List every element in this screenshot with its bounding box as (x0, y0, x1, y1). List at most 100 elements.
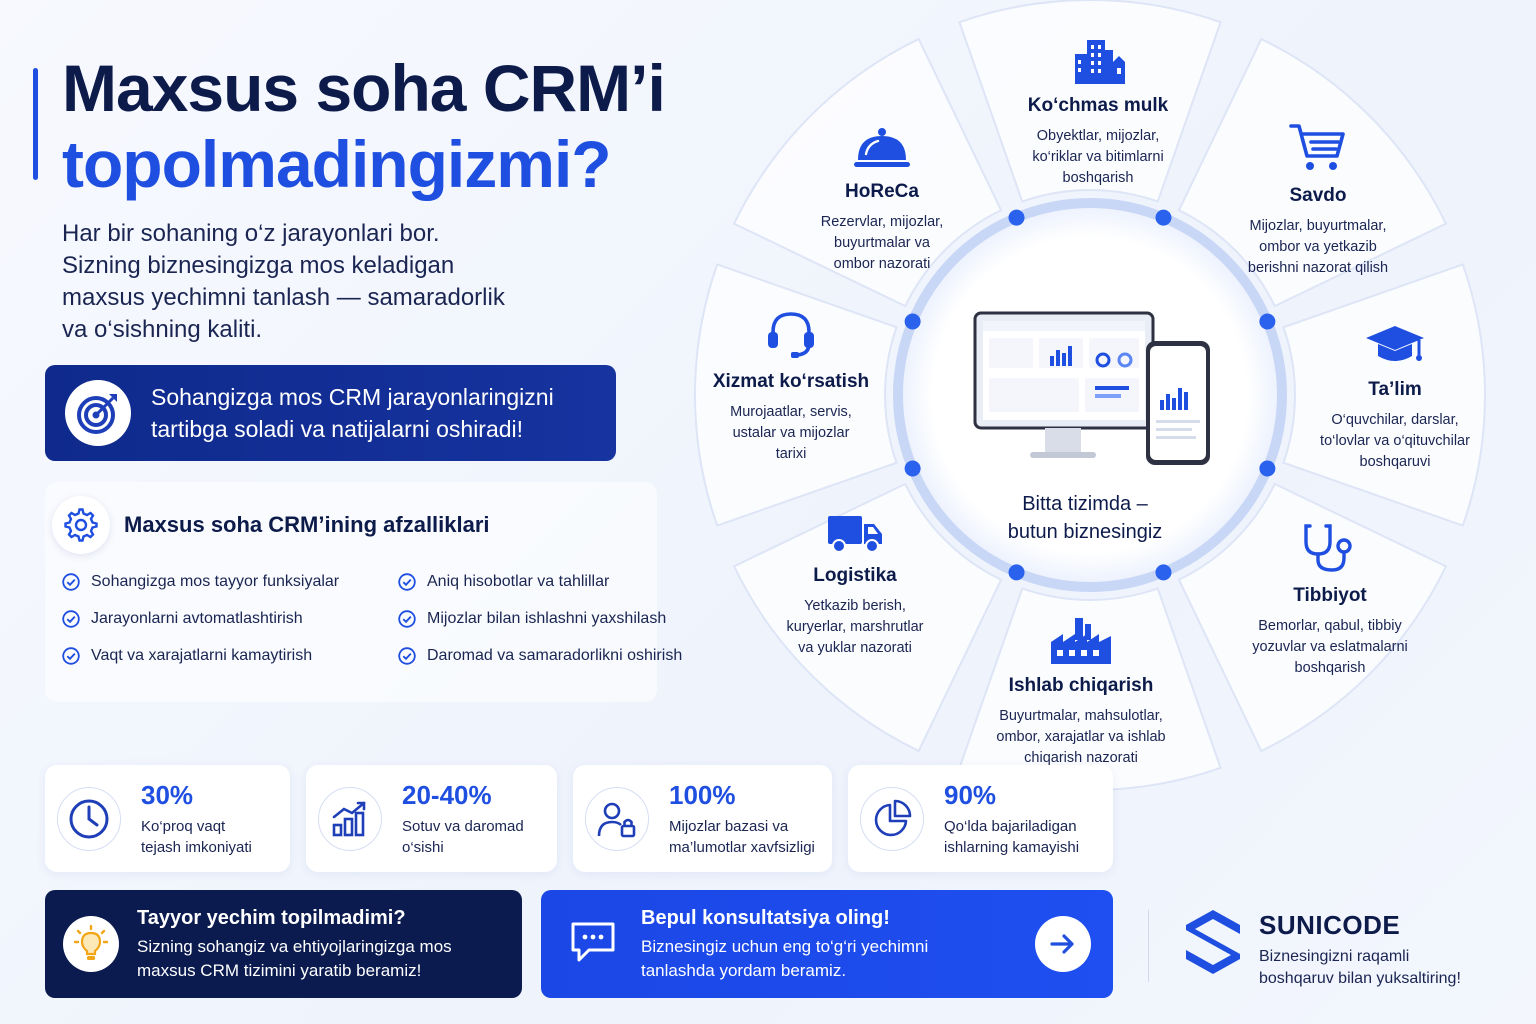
banner-line-2: tartibga soladi va natijalarni oshiradi! (151, 416, 524, 442)
list-item-text: Mijozlar bilan ishlashni yaxshilash (427, 610, 667, 627)
wheel-segment (732, 37, 1003, 308)
building-icon (1000, 36, 1196, 84)
brand-name: SUNICODE (1259, 910, 1401, 940)
brand-tagline-line: Biznesingizni raqamli (1259, 948, 1410, 965)
ring-dot (1155, 564, 1172, 581)
wheel-segment (694, 263, 898, 527)
segment-real-estate: Ko‘chmas mulk Obyektlar, mijozlar,ko‘rik… (1000, 36, 1196, 189)
arrow-right-icon (1050, 934, 1074, 954)
segment-desc-line: to‘lovlar va o‘qituvchilar (1320, 433, 1470, 449)
advantages-header: Maxsus soha CRM’ining afzalliklari (52, 496, 490, 554)
title-line-1: Maxsus soha CRM’i (62, 51, 666, 125)
stat-label: Sotuv va daromad o‘sishi (402, 816, 524, 858)
segment-desc-line: Rezervlar, mijozlar, (820, 214, 944, 230)
cta-text-line: Biznesingiz uchun eng to‘g‘ri yechimni (641, 937, 929, 956)
wheel-segment (732, 482, 1003, 753)
segment-name: HoReCa (845, 181, 919, 202)
list-item: Aniq hisobotlar va tahlillar (398, 572, 718, 592)
headset-icon (706, 310, 876, 360)
segment-desc-line: boshqarish (1294, 660, 1366, 676)
list-item-text: Sohangizga mos tayyor funksiyalar (91, 573, 340, 590)
ring-dot (1008, 564, 1025, 581)
stat-card-sales: 20-40% Sotuv va daromad o‘sishi (306, 765, 557, 872)
arrow-right-button[interactable] (1035, 916, 1091, 972)
sunicode-logo-icon (1184, 908, 1242, 981)
list-item: Daromad va samaradorlikni oshirish (398, 646, 718, 666)
lead-line: Har bir sohaning o‘z jarayonlari bor. (62, 220, 440, 247)
stat-label-line: Sotuv va daromad (402, 817, 524, 835)
segment-desc: Bemorlar, qabul, tibbiy yozuvlar va eslat… (1240, 616, 1420, 679)
stat-value: 20-40% (402, 779, 492, 810)
segment-desc-line: Buyurtmalar, mahsulotlar, (999, 708, 1163, 724)
stat-label-line: o‘sishi (402, 838, 444, 856)
list-item-text: Aniq hisobotlar va tahlillar (427, 573, 610, 590)
ring-dot (1259, 460, 1276, 477)
segment-name: Savdo (1289, 185, 1347, 206)
segment-desc-line: kuryerlar, marshrutlar (786, 619, 924, 635)
cta-title: Tayyor yechim topilmadimi? (137, 907, 406, 929)
wheel-segment (1282, 263, 1486, 527)
graduation-cap-icon (1308, 324, 1482, 368)
lead-line: va o‘sishning kaliti. (62, 316, 263, 343)
gear-icon (52, 496, 110, 554)
cart-icon (1230, 122, 1406, 174)
stat-value: 30% (141, 779, 194, 810)
stat-label-line: Ko‘proq vaqt (141, 817, 226, 835)
stat-value: 100% (669, 779, 736, 810)
wheel-segment (958, 0, 1222, 203)
segment-desc-line: Yetkazib berish, (804, 598, 906, 614)
chat-icon (569, 920, 617, 969)
ring-dot (904, 460, 921, 477)
check-circle-icon (62, 573, 80, 591)
lead-paragraph: Har bir sohaning o‘z jarayonlari bor. Si… (62, 218, 582, 346)
segment-services: Xizmat ko‘rsatish Murojaatlar, servis,us… (706, 310, 876, 465)
free-consultation-cta[interactable]: Bepul konsultatsiya oling! Biznesingiz u… (541, 890, 1113, 998)
segment-desc-line: O‘quvchilar, darslar, (1331, 412, 1459, 428)
cloche-icon (802, 126, 962, 170)
segment-name: Ta’lim (1368, 379, 1422, 400)
banner-line-1: Sohangizga mos CRM jarayonlaringizni (151, 384, 554, 410)
list-item-text: Daromad va samaradorlikni oshirish (427, 647, 683, 664)
stethoscope-icon (1240, 522, 1420, 574)
check-circle-icon (62, 610, 80, 628)
wheel-segment (1177, 482, 1448, 753)
segment-desc-line: yozuvlar va eslatmalarni (1252, 639, 1408, 655)
stat-value: 90% (944, 779, 997, 810)
brand-tagline-line: boshqaruv bilan yuksaltiring! (1259, 970, 1461, 987)
segment-desc-line: chiqarish nazorati (1024, 750, 1138, 766)
segment-name: Xizmat ko‘rsatish (712, 371, 870, 392)
clock-icon (57, 786, 121, 851)
center-line: Bitta tizimda – (1022, 493, 1148, 515)
segment-desc-line: ombor va yetkazib (1259, 239, 1377, 255)
check-circle-icon (398, 573, 416, 591)
segment-retail: Savdo Mijozlar, buyurtmalar, ombor va yet… (1230, 122, 1406, 279)
title-accent-bar (33, 68, 38, 180)
segment-logistics: Logistika Yetkazib berish,kuryerlar, mar… (770, 514, 940, 659)
custom-solution-cta[interactable]: Tayyor yechim topilmadimi? Sizning sohan… (45, 890, 522, 998)
list-item-text: Jarayonlarni avtomatlashtirish (91, 610, 303, 627)
segment-desc: Buyurtmalar, mahsulotlar,ombor, xarajatl… (976, 706, 1186, 769)
segment-desc-line: ko‘riklar va bitimlarni (1032, 149, 1164, 165)
cta-text-line: Sizning sohangiz va ehtiyojlaringizga mo… (137, 937, 452, 956)
segment-desc-line: Bemorlar, qabul, tibbiy (1258, 618, 1402, 634)
segment-name: Ishlab chiqarish (1008, 675, 1154, 696)
segment-desc-line: berishni nazorat qilish (1247, 260, 1389, 276)
segment-desc-line: Mijozlar, buyurtmalar, (1249, 218, 1387, 234)
brand-divider (1148, 910, 1149, 982)
segment-name: Tibbiyot (1293, 585, 1367, 606)
segment-education: Ta’lim O‘quvchilar, darslar, to‘lovlar va… (1308, 324, 1482, 473)
segment-desc-line: ustalar va mijozlar (732, 425, 850, 441)
list-item: Mijozlar bilan ishlashni yaxshilash (398, 609, 718, 629)
pie-chart-icon (860, 786, 924, 851)
segment-medicine: Tibbiyot Bemorlar, qabul, tibbiy yozuvlar… (1240, 522, 1420, 679)
segment-manufacturing: Ishlab chiqarish Buyurtmalar, mahsulotla… (976, 616, 1186, 769)
segment-desc: O‘quvchilar, darslar, to‘lovlar va o‘qitu… (1308, 410, 1482, 473)
